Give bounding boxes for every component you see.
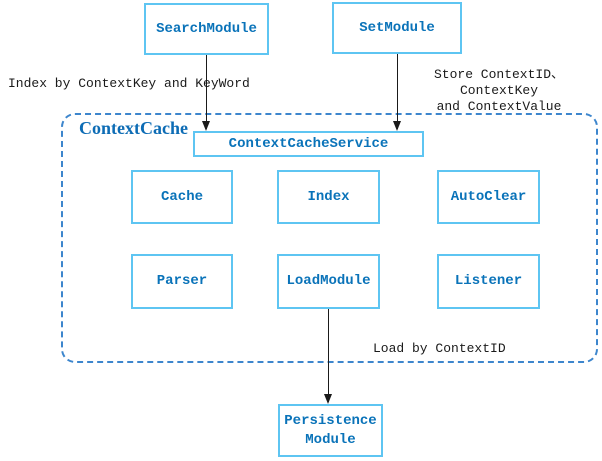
arrow-set-to-service <box>393 54 402 131</box>
node-context-cache-service[interactable]: ContextCacheService <box>193 131 424 157</box>
arrow-line <box>206 55 207 129</box>
edge-label-store-context-line2: and ContextValue <box>436 99 562 114</box>
node-parser-label: Parser <box>156 273 208 289</box>
arrow-line <box>328 309 329 402</box>
edge-label-index-by-contextkey: Index by ContextKey and KeyWord <box>8 76 250 91</box>
node-persistence-module-label: Persistence Module <box>284 412 377 448</box>
node-cache[interactable]: Cache <box>131 170 233 224</box>
node-load-module-label: LoadModule <box>286 273 371 289</box>
edge-label-load-by-contextid: Load by ContextID <box>373 341 506 356</box>
arrow-search-to-service <box>202 55 211 131</box>
node-context-cache-service-label: ContextCacheService <box>228 135 389 152</box>
node-auto-clear[interactable]: AutoClear <box>437 170 540 224</box>
node-listener-label: Listener <box>454 273 523 289</box>
node-cache-label: Cache <box>160 188 203 205</box>
node-search-module[interactable]: SearchModule <box>144 3 269 55</box>
arrow-head-icon <box>324 394 332 404</box>
node-index-label: Index <box>307 188 350 205</box>
node-index[interactable]: Index <box>277 170 380 224</box>
node-listener[interactable]: Listener <box>437 254 540 309</box>
node-persistence-module[interactable]: Persistence Module <box>278 404 383 457</box>
edge-label-store-context: Store ContextID、ContextKey and ContextVa… <box>400 67 598 115</box>
edge-label-store-context-line1: Store ContextID、ContextKey <box>433 67 565 98</box>
context-cache-group[interactable] <box>61 113 598 363</box>
node-auto-clear-label: AutoClear <box>450 188 527 205</box>
context-cache-group-title: ContextCache <box>79 118 188 138</box>
node-parser[interactable]: Parser <box>131 254 233 309</box>
node-set-module[interactable]: SetModule <box>332 2 462 54</box>
arrow-head-icon <box>202 121 210 131</box>
node-search-module-label: SearchModule <box>156 20 257 37</box>
node-set-module-label: SetModule <box>359 19 435 36</box>
arrow-load-to-persistence <box>324 309 333 404</box>
arrow-line <box>397 54 398 129</box>
node-load-module[interactable]: LoadModule <box>277 254 380 309</box>
arrow-head-icon <box>393 121 401 131</box>
